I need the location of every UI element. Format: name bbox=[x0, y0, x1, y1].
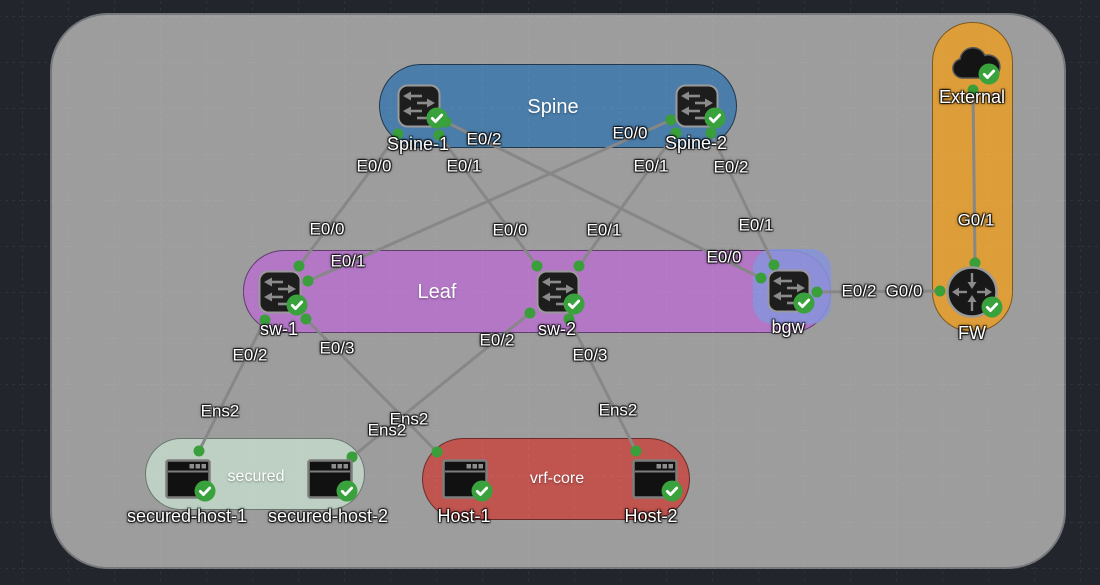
if-label-sh2-ens2: Ens2 bbox=[367, 420, 407, 440]
node-external-cloud[interactable] bbox=[948, 44, 1006, 85]
status-ok-badge bbox=[286, 294, 308, 316]
node-secured-host-1[interactable] bbox=[165, 459, 216, 502]
group-label-vrf-core: vrf-core bbox=[529, 470, 585, 488]
if-label-fw-g0-1: G0/1 bbox=[957, 210, 995, 230]
group-label-leaf: Leaf bbox=[417, 281, 457, 303]
status-ok-badge bbox=[426, 107, 448, 129]
status-ok-badge bbox=[471, 480, 493, 502]
if-label-bgw-e0-2: E0/2 bbox=[841, 281, 877, 301]
if-label-spine1-e0-0: E0/0 bbox=[356, 156, 392, 176]
if-label-sw2-e0-2: E0/2 bbox=[479, 330, 515, 350]
status-ok-badge bbox=[563, 293, 585, 315]
node-host-2[interactable] bbox=[632, 459, 683, 502]
status-ok-badge bbox=[661, 480, 683, 502]
node-fw[interactable] bbox=[945, 265, 1003, 319]
if-label-spine1-e0-1: E0/1 bbox=[446, 156, 482, 176]
if-label-spine2-e0-2: E0/2 bbox=[713, 157, 749, 177]
if-label-spine1-e0-2: E0/2 bbox=[466, 129, 502, 149]
status-ok-badge bbox=[793, 292, 815, 314]
node-label-secured-host-1: secured-host-1 bbox=[126, 506, 248, 527]
if-label-spine2-e0-0: E0/0 bbox=[612, 123, 648, 143]
if-label-sw1-e0-1: E0/1 bbox=[330, 251, 366, 271]
if-label-spine2-e0-1: E0/1 bbox=[633, 156, 669, 176]
if-label-sw2-e0-1: E0/1 bbox=[586, 220, 622, 240]
node-label-host-2: Host-2 bbox=[624, 506, 678, 527]
node-label-host-1: Host-1 bbox=[437, 506, 491, 527]
if-label-sw2-e0-3: E0/3 bbox=[572, 345, 608, 365]
status-ok-badge bbox=[704, 107, 726, 129]
group-label-spine: Spine bbox=[527, 96, 579, 118]
if-label-sh1-ens2: Ens2 bbox=[200, 401, 240, 421]
status-ok-badge bbox=[336, 480, 358, 502]
if-label-sw1-e0-0: E0/0 bbox=[309, 219, 345, 239]
node-label-fw: FW bbox=[958, 323, 986, 344]
node-sw-1[interactable] bbox=[258, 270, 308, 316]
node-label-bgw: bgw bbox=[771, 317, 805, 338]
if-label-bgw-e0-0: E0/0 bbox=[706, 247, 742, 267]
node-host-1[interactable] bbox=[442, 459, 493, 502]
status-ok-badge bbox=[978, 63, 1000, 85]
node-label-spine-2: Spine-2 bbox=[664, 133, 728, 154]
node-label-sw-2: sw-2 bbox=[537, 319, 577, 340]
status-ok-badge bbox=[194, 480, 216, 502]
if-label-fw-g0-0: G0/0 bbox=[885, 281, 923, 301]
if-label-host1-ens2: Ens2 bbox=[389, 409, 429, 429]
if-label-sw2-e0-0: E0/0 bbox=[492, 220, 528, 240]
node-secured-host-2[interactable] bbox=[307, 459, 358, 502]
node-spine-1[interactable] bbox=[397, 84, 448, 129]
status-ok-badge bbox=[981, 296, 1003, 318]
node-label-secured-host-2: secured-host-2 bbox=[267, 506, 389, 527]
if-label-sw1-e0-3: E0/3 bbox=[319, 338, 355, 358]
node-sw-2[interactable] bbox=[536, 270, 585, 315]
node-spine-2[interactable] bbox=[675, 84, 726, 129]
node-bgw[interactable] bbox=[767, 269, 815, 314]
if-label-sw1-e0-2: E0/2 bbox=[232, 345, 268, 365]
node-label-sw-1: sw-1 bbox=[259, 319, 299, 340]
if-label-bgw-e0-1: E0/1 bbox=[738, 215, 774, 235]
group-label-secured: secured bbox=[227, 468, 285, 486]
if-label-host2-ens2: Ens2 bbox=[598, 400, 638, 420]
node-label-external: External bbox=[938, 87, 1006, 108]
node-label-spine-1: Spine-1 bbox=[386, 134, 450, 155]
